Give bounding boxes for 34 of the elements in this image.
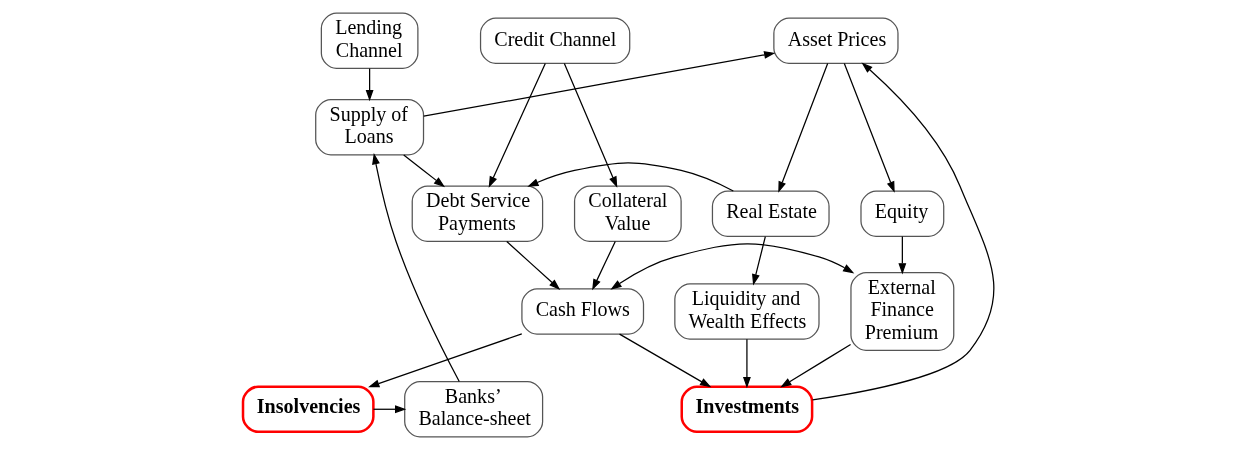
arrow: [563, 62, 617, 188]
node-box: Asset Prices: [772, 17, 899, 64]
node-box: Credit Channel: [479, 17, 630, 64]
arrow: [779, 343, 851, 388]
arrow: [843, 62, 895, 193]
arrow: [488, 62, 546, 188]
arrow: [811, 62, 994, 401]
node-box: External Finance Premium: [849, 272, 954, 351]
node-box: Collateral Value: [573, 185, 682, 242]
arrow: [751, 235, 766, 286]
node-box: Cash Flows: [520, 288, 644, 335]
arrow: [367, 333, 522, 388]
arrow: [591, 240, 616, 291]
arrow: [371, 153, 460, 383]
arrow: [422, 51, 775, 117]
node-box: Liquidity and Wealth Effects: [673, 283, 820, 340]
arrow: [777, 62, 828, 193]
arrow: [526, 162, 734, 192]
arrow: [505, 240, 560, 290]
arrow: [402, 154, 445, 188]
arrow: [897, 235, 906, 275]
node-box: Real Estate: [711, 190, 830, 237]
arrow: [618, 333, 711, 388]
node-box: Banks’ Balance-sheet: [403, 381, 543, 438]
arrow: [609, 243, 854, 290]
arrow: [365, 67, 374, 102]
node-box: Lending Channel: [320, 12, 418, 69]
arrow: [742, 338, 751, 389]
node-box: Supply of Loans: [314, 99, 424, 156]
node-box: Equity: [859, 190, 944, 237]
arrow: [372, 405, 406, 414]
node-box: Investments: [680, 385, 813, 434]
node-box: Insolvencies: [241, 385, 375, 434]
node-box: Debt Service Payments: [411, 185, 543, 242]
